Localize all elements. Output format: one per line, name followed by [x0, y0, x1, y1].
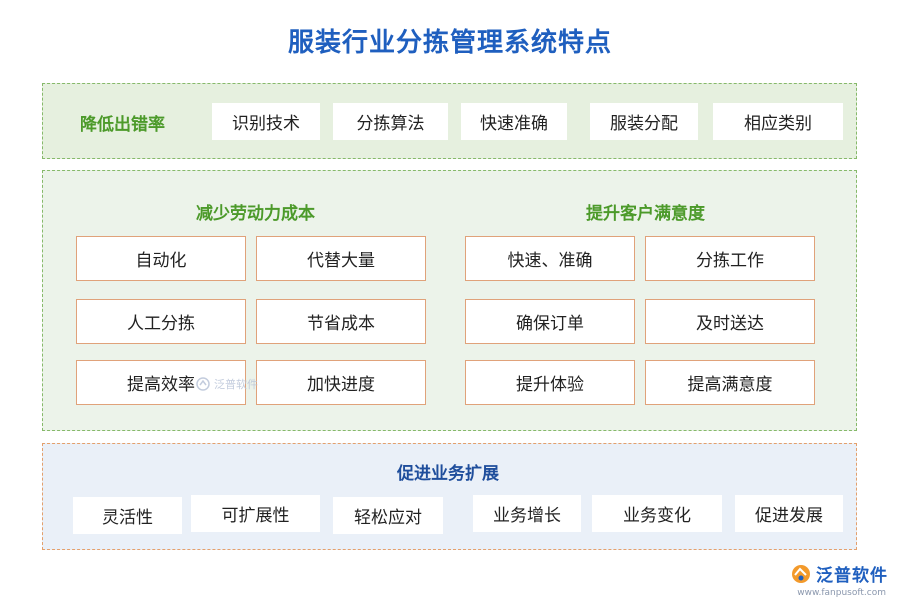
- watermark-logo-icon: [196, 377, 210, 391]
- brand-logo: 泛普软件: [790, 561, 888, 586]
- box-s2-right-2: 分拣工作: [645, 236, 815, 281]
- box-s2-left-1: 自动化: [76, 236, 246, 281]
- watermark-text: 泛普软件: [214, 378, 258, 391]
- brand-logo-text: 泛普软件: [816, 566, 888, 586]
- heading-improve-satisfaction: 提升客户满意度: [586, 204, 705, 224]
- brand-logo-icon: [792, 564, 810, 583]
- box-s1-item-5: 相应类别: [713, 103, 843, 140]
- box-s2-left-4: 节省成本: [256, 299, 426, 344]
- box-s1-item-1: 识别技术: [212, 103, 320, 140]
- heading-business-expansion: 促进业务扩展: [397, 464, 499, 484]
- heading-reduce-errors: 降低出错率: [80, 115, 165, 135]
- box-s2-left-2: 代替大量: [256, 236, 426, 281]
- box-s1-item-4: 服装分配: [590, 103, 698, 140]
- diagram-title: 服装行业分拣管理系统特点: [287, 28, 612, 58]
- box-s2-right-3: 确保订单: [465, 299, 635, 344]
- box-s3-item-1: 灵活性: [73, 497, 182, 534]
- box-s3-item-2: 可扩展性: [191, 495, 320, 532]
- heading-reduce-labor-cost: 减少劳动力成本: [196, 204, 315, 224]
- box-s2-right-6: 提高满意度: [645, 360, 815, 405]
- box-s3-item-3: 轻松应对: [333, 497, 443, 534]
- box-s2-left-3: 人工分拣: [76, 299, 246, 344]
- box-s2-right-4: 及时送达: [645, 299, 815, 344]
- box-s3-item-5: 业务变化: [592, 495, 722, 532]
- box-s2-left-6: 加快进度: [256, 360, 426, 405]
- watermark: 泛普软件: [196, 376, 258, 392]
- box-s3-item-6: 促进发展: [735, 495, 843, 532]
- brand-url: www.fanpusoft.com: [797, 588, 886, 598]
- box-s2-left-5: 提高效率: [76, 360, 246, 405]
- box-s1-item-2: 分拣算法: [333, 103, 448, 140]
- box-s1-item-3: 快速准确: [461, 103, 567, 140]
- box-s2-right-5: 提升体验: [465, 360, 635, 405]
- box-s3-item-4: 业务增长: [473, 495, 581, 532]
- box-s2-right-1: 快速、准确: [465, 236, 635, 281]
